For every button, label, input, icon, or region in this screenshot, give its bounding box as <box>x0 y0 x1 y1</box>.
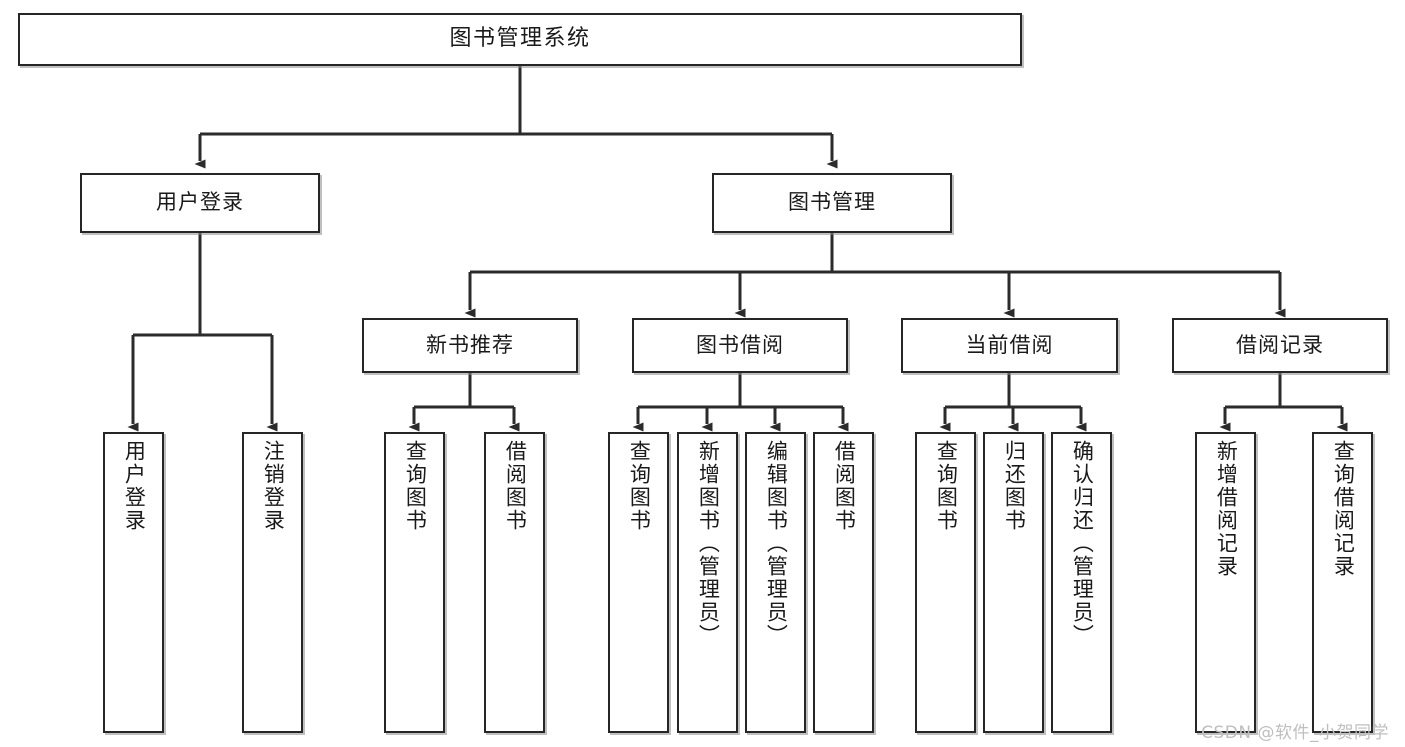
leaf-label: 编辑图书（管理员） <box>764 440 789 647</box>
leaf-new-book-borrow[interactable]: 借阅图书 <box>484 432 545 733</box>
leaf-new-book-search[interactable]: 查询图书 <box>384 432 445 733</box>
leaf-book-borrow-search[interactable]: 查询图书 <box>608 432 669 733</box>
leaf-book-borrow-edit[interactable]: 编辑图书（管理员） <box>745 432 806 733</box>
leaf-borrow-record-add[interactable]: 新增借阅记录 <box>1195 432 1256 733</box>
leaf-label: 查询图书 <box>627 440 652 532</box>
node-new-book-recommend[interactable]: 新书推荐 <box>362 318 578 373</box>
leaf-label: 查询借阅记录 <box>1331 440 1356 578</box>
leaf-label: 借阅图书 <box>832 440 857 532</box>
leaf-label: 查询图书 <box>403 440 428 532</box>
node-book-borrow[interactable]: 图书借阅 <box>632 318 848 373</box>
watermark: CSDN @软件_小贺同学 <box>1201 723 1389 743</box>
leaf-label: 查询图书 <box>934 440 959 532</box>
leaf-borrow-record-search[interactable]: 查询借阅记录 <box>1312 432 1373 733</box>
leaf-label: 新增借阅记录 <box>1214 440 1239 578</box>
node-book-management[interactable]: 图书管理 <box>712 173 952 233</box>
leaf-user-login-signin[interactable]: 用户登录 <box>103 432 164 733</box>
node-root[interactable]: 图书管理系统 <box>18 13 1022 66</box>
node-new-book-recommend-label: 新书推荐 <box>426 332 514 357</box>
leaf-label: 新增图书（管理员） <box>696 440 721 647</box>
leaf-label: 确认归还（管理员） <box>1070 440 1095 647</box>
leaf-label: 注销登录 <box>261 440 286 532</box>
leaf-book-borrow-lend[interactable]: 借阅图书 <box>813 432 874 733</box>
leaf-user-login-signout[interactable]: 注销登录 <box>242 432 303 733</box>
leaf-current-borrow-return[interactable]: 归还图书 <box>983 432 1044 733</box>
leaf-book-borrow-add[interactable]: 新增图书（管理员） <box>677 432 738 733</box>
node-user-login-label: 用户登录 <box>156 190 244 215</box>
node-book-borrow-label: 图书借阅 <box>696 332 784 357</box>
leaf-label: 用户登录 <box>122 440 147 532</box>
leaf-label: 归还图书 <box>1002 440 1027 532</box>
node-book-management-label: 图书管理 <box>788 190 876 215</box>
node-root-label: 图书管理系统 <box>449 26 591 52</box>
node-borrow-record[interactable]: 借阅记录 <box>1172 318 1388 373</box>
node-current-borrow-label: 当前借阅 <box>965 332 1054 357</box>
leaf-current-borrow-search[interactable]: 查询图书 <box>915 432 976 733</box>
leaf-label: 借阅图书 <box>503 440 528 532</box>
node-user-login[interactable]: 用户登录 <box>80 173 320 233</box>
leaf-current-borrow-confirm[interactable]: 确认归还（管理员） <box>1051 432 1112 733</box>
node-borrow-record-label: 借阅记录 <box>1236 332 1324 357</box>
node-current-borrow[interactable]: 当前借阅 <box>901 318 1118 373</box>
